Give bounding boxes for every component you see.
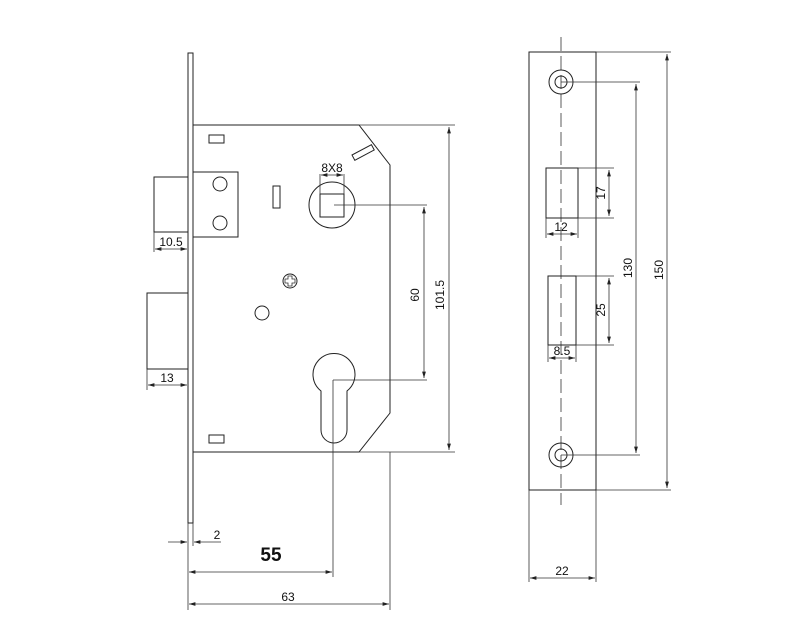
slot-vertical: [272, 185, 281, 209]
bolt-slot-height-label: 25: [594, 303, 608, 317]
bolt-slot: [547, 275, 577, 346]
hole-spacing-label: 130: [621, 258, 635, 278]
lock-body-view: 8X8 10.5 13 60 101.5 2 55: [146, 52, 455, 610]
latch-housing: [192, 171, 239, 238]
mounting-slot-top: [208, 134, 225, 144]
strike-plate-view: 17 12 25 8.5 130 150 22: [528, 37, 671, 582]
latch-slot: [545, 167, 579, 219]
latch-depth-label: 10.5: [159, 235, 183, 249]
plate-length-label: 150: [652, 260, 666, 280]
bolt-slot-width-label: 8.5: [554, 344, 571, 358]
latch-slot-width-label: 12: [554, 220, 568, 234]
case-outline: [193, 124, 391, 453]
body-height-label: 101.5: [433, 280, 447, 310]
rivet-icon: [212, 176, 228, 192]
spindle-square: [319, 193, 345, 218]
strike-plate: [528, 51, 597, 491]
screw-icon: [282, 273, 298, 289]
backset-label: 55: [260, 545, 282, 566]
deadbolt: [146, 292, 189, 370]
hole: [254, 305, 270, 321]
rivet-icon: [212, 215, 228, 231]
mounting-slot-bottom: [208, 434, 225, 444]
case-depth-label: 63: [281, 590, 295, 604]
latch-bolt: [153, 176, 189, 233]
latch-slot-height-label: 17: [594, 186, 608, 200]
slot-slanted: [351, 143, 375, 161]
spindle-size-label: 8X8: [321, 161, 343, 175]
plate-width-label: 22: [555, 564, 569, 578]
deadbolt-depth-label: 13: [160, 371, 174, 385]
cylinder-keyhole: [312, 353, 356, 444]
center-distance-label: 60: [408, 288, 422, 302]
faceplate: [187, 52, 194, 524]
faceplate-thickness-label: 2: [214, 528, 221, 542]
